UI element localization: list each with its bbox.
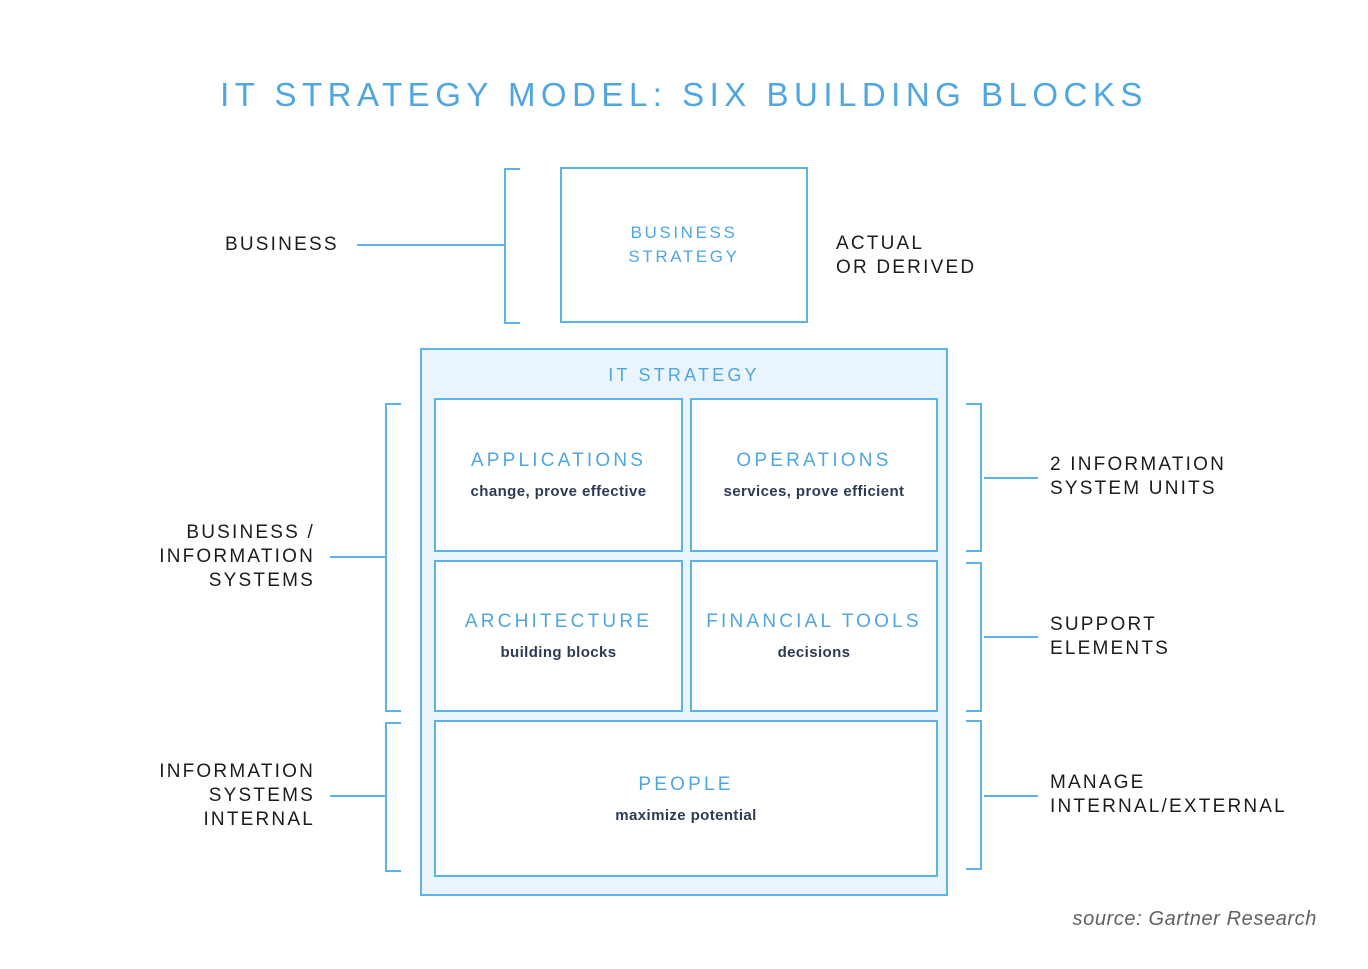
block-people: PEOPLE maximize potential	[434, 720, 938, 877]
label-line: INFORMATION	[159, 546, 315, 567]
it-strategy-header: IT STRATEGY	[608, 365, 760, 385]
label-information-systems-internal: INFORMATION SYSTEMS INTERNAL	[159, 760, 315, 832]
label-line: 2 INFORMATION	[1050, 454, 1227, 475]
bracket-row-two-right	[966, 562, 982, 712]
block-subtitle: building blocks	[500, 644, 617, 661]
bracket-row-three-right	[966, 720, 982, 870]
label-line: INTERNAL/EXTERNAL	[1050, 796, 1287, 817]
bracket-rows-one-two-left	[385, 403, 401, 712]
label-line: OR DERIVED	[836, 257, 977, 278]
block-title: PEOPLE	[638, 773, 734, 795]
connector-manage-internal-external	[984, 795, 1038, 797]
label-line: ACTUAL	[836, 233, 925, 254]
label-line: SYSTEMS	[208, 570, 315, 591]
block-subtitle: decisions	[777, 644, 851, 661]
label-manage-internal-external: MANAGE INTERNAL/EXTERNAL	[1050, 771, 1287, 819]
label-actual-or-derived: ACTUAL OR DERIVED	[836, 232, 976, 280]
connector-information-system-units	[984, 477, 1038, 479]
label-line: MANAGE	[1050, 772, 1146, 793]
block-title: ARCHITECTURE	[464, 611, 653, 632]
bracket-row-one-right	[966, 403, 982, 552]
block-title: OPERATIONS	[736, 450, 892, 471]
connector-information-systems-internal	[330, 795, 385, 797]
block-title: APPLICATIONS	[470, 450, 647, 471]
business-strategy-box: BUSINESS STRATEGY	[560, 167, 808, 323]
label-line: SYSTEMS	[208, 785, 315, 806]
block-architecture: ARCHITECTURE building blocks	[434, 560, 683, 712]
business-strategy-label-line: STRATEGY	[628, 247, 740, 266]
label-line: ELEMENTS	[1050, 638, 1171, 659]
label-business: BUSINESS	[225, 234, 339, 255]
block-financial-tools: FINANCIAL TOOLS decisions	[690, 560, 938, 712]
bracket-business	[504, 168, 520, 324]
label-line: SUPPORT	[1050, 614, 1157, 635]
block-subtitle: services, prove efficient	[723, 483, 905, 500]
block-operations: OPERATIONS services, prove efficient	[690, 398, 938, 552]
it-strategy-container: IT STRATEGY APPLICATIONS change, prove e…	[420, 348, 948, 896]
label-line: SYSTEM UNITS	[1050, 478, 1217, 499]
bracket-row-three-left	[385, 722, 401, 872]
label-business-information-systems: BUSINESS / INFORMATION SYSTEMS	[159, 521, 315, 593]
block-applications: APPLICATIONS change, prove effective	[434, 398, 683, 552]
block-subtitle: change, prove effective	[470, 483, 647, 500]
label-two-information-system-units: 2 INFORMATION SYSTEM UNITS	[1050, 453, 1226, 501]
source-credit: source: Gartner Research	[1072, 908, 1317, 930]
label-line: BUSINESS /	[186, 522, 315, 543]
connector-support-elements	[984, 636, 1038, 638]
connector-business-line	[357, 244, 504, 246]
diagram-title: IT STRATEGY MODEL: SIX BUILDING BLOCKS	[220, 76, 1148, 113]
label-line: INTERNAL	[203, 809, 315, 830]
block-subtitle: maximize potential	[615, 806, 757, 824]
label-support-elements: SUPPORT ELEMENTS	[1050, 613, 1170, 661]
label-line: INFORMATION	[159, 761, 315, 782]
connector-business-information-systems	[330, 556, 385, 558]
block-title: FINANCIAL TOOLS	[706, 611, 922, 632]
business-strategy-label-line: BUSINESS	[630, 223, 738, 242]
